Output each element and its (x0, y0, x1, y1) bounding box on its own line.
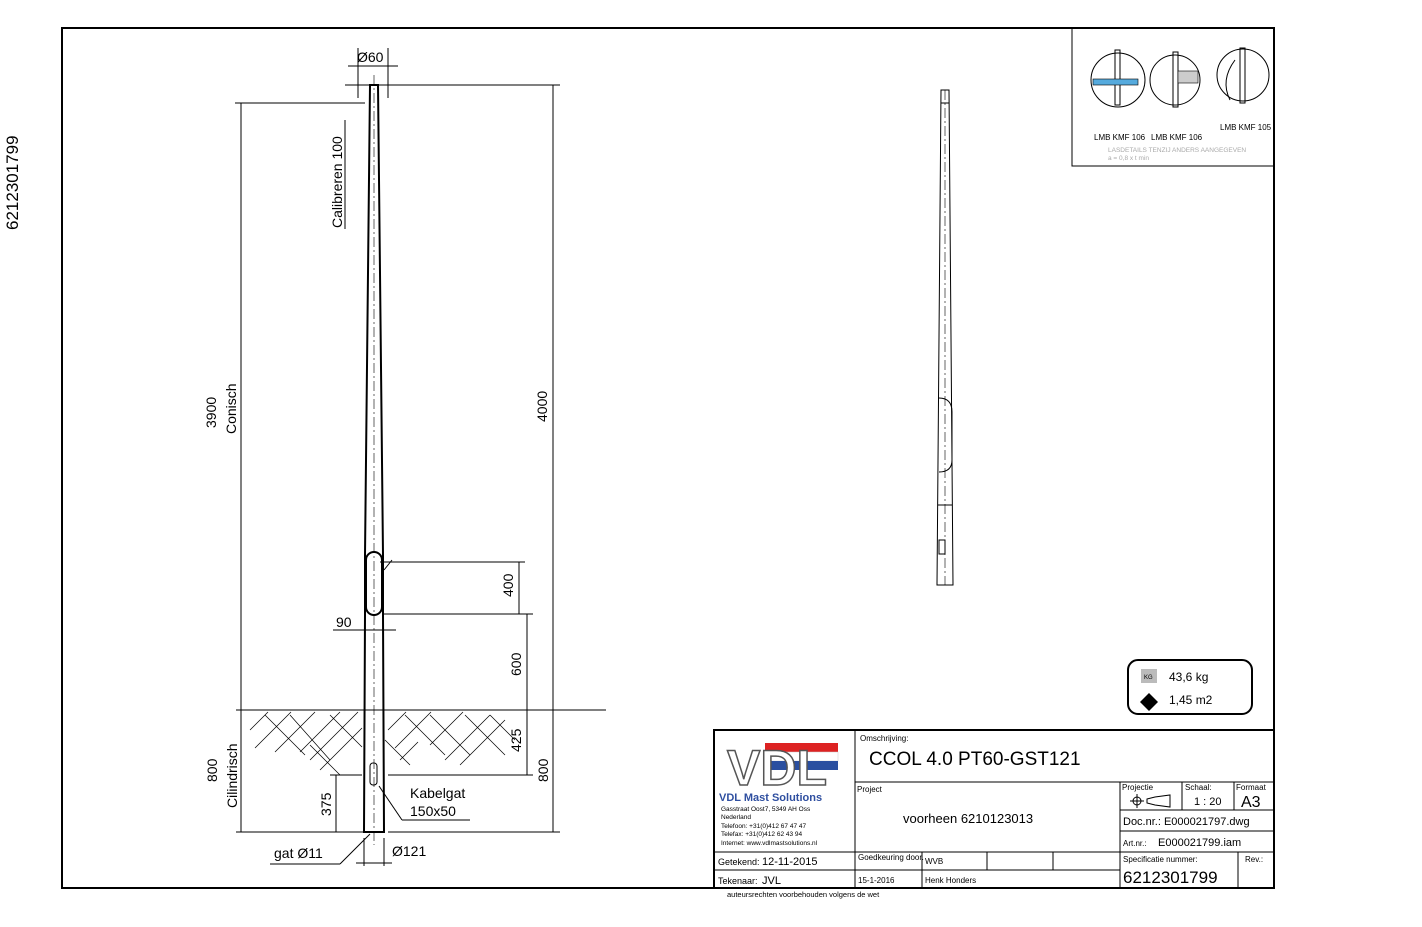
art-number: E000021799.iam (1158, 837, 1241, 849)
description-label: Omschrijving: (860, 734, 908, 743)
dim-buried-length: 800 (535, 758, 551, 782)
dimension-lines (235, 48, 560, 866)
description: CCOL 4.0 PT60-GST121 (869, 749, 1081, 770)
company-address: Gasstraat Oost7, 5349 AH Oss (721, 806, 811, 813)
project-value: voorheen 6210123013 (903, 811, 1033, 826)
area-value: 1,45 m2 (1169, 693, 1213, 707)
drain-hole-label: gat Ø11 (274, 845, 323, 861)
dim-cylindrical-length: 800 (204, 758, 220, 782)
dim-door-offset: 600 (508, 652, 524, 676)
art-number-label: Art.nr.: (1123, 839, 1147, 848)
logo-text: VDL (727, 740, 827, 796)
weld-label-3: LMB KMF 105 (1220, 123, 1272, 132)
weight-value: 43,6 kg (1169, 670, 1208, 684)
format-label: Formaat (1236, 783, 1267, 792)
spec-number: 6212301799 (1123, 868, 1218, 887)
drawn-date: 12-11-2015 (762, 856, 817, 868)
drawn-label: Getekend: (718, 857, 760, 867)
dim-door-height: 400 (500, 573, 516, 597)
dim-calibration: Calibreren 100 (329, 136, 345, 228)
dim-cable-hole-height: 375 (318, 792, 334, 816)
format-value: A3 (1241, 794, 1261, 811)
pole-side-view (936, 89, 954, 586)
weld-note: LASDETAILS TENZIJ ANDERS AANGEGEVEN (1108, 147, 1246, 154)
dim-cable-depth: 425 (508, 728, 524, 752)
properties-box: KG 43,6 kg 1,45 m2 (1127, 659, 1253, 715)
approver-name: Henk Honders (925, 876, 976, 885)
copyright-notice: auteursrechten voorbehouden volgens de w… (727, 890, 880, 899)
cable-hole-label: Kabelgat (410, 785, 465, 801)
weld-details: LMB KMF 106 LMB KMF 106 LMB KMF 105 LASD… (1071, 27, 1275, 167)
dim-base-diameter: Ø121 (392, 843, 426, 859)
weld-formula: a = 0,8 x t min (1108, 155, 1149, 162)
doc-number: Doc.nr.: E000021797.dwg (1123, 816, 1250, 828)
projection-symbol-icon (1130, 794, 1171, 808)
company-country: Nederland (721, 814, 751, 821)
weld-label-1: LMB KMF 106 (1094, 133, 1146, 142)
rev-label: Rev.: (1245, 855, 1263, 864)
dim-top-diameter: Ø60 (357, 49, 384, 65)
vdl-logo: VDL (726, 739, 839, 797)
weight-icon-label: KG (1144, 675, 1153, 681)
paint-area-icon (1140, 693, 1158, 711)
weight-icon (1141, 669, 1157, 683)
ground-hatch (236, 709, 606, 776)
company-phone: Telefoon: +31(0)412 67 47 47 (721, 823, 806, 830)
projection-label: Projectie (1122, 783, 1154, 792)
dim-door-width: 90 (336, 614, 352, 630)
dim-conical-length: 3900 (203, 397, 219, 428)
cable-hole (369, 762, 378, 786)
drawing-frame (61, 27, 1275, 889)
door-opening (365, 551, 383, 616)
drafter-label: Tekenaar: (718, 876, 758, 886)
company-fax: Telefax: +31(0)412 62 43 94 (721, 831, 803, 838)
approval-date: 15-1-2016 (858, 876, 895, 885)
title-block: VDL VDL Mast Solutions Gasstraat Oost7, … (713, 729, 1275, 889)
dim-cylindrical-label: Cilindrisch (224, 743, 240, 808)
dim-total-height: 4000 (534, 391, 550, 422)
approval-code: WVB (925, 857, 943, 866)
dim-conical-label: Conisch (223, 383, 239, 434)
weld-label-2: LMB KMF 106 (1151, 133, 1203, 142)
company-name: VDL Mast Solutions (719, 792, 822, 804)
company-internet: Internet: www.vdlmastsolutions.nl (721, 840, 818, 847)
scale-label: Schaal: (1185, 783, 1212, 792)
pole-dimensioned-view: Ø60 Calibreren 100 3900 Conisch 4000 400… (203, 48, 606, 866)
drafter-value: JVL (762, 875, 781, 887)
scale-value: 1 : 20 (1194, 796, 1222, 808)
project-label: Project (857, 785, 883, 794)
spec-label: Specificatie nummer: (1123, 855, 1198, 864)
side-spec-number: 6212301799 (3, 135, 22, 230)
approval-label: Goedkeuring door. (858, 853, 924, 862)
cable-hole-size: 150x50 (410, 803, 456, 819)
